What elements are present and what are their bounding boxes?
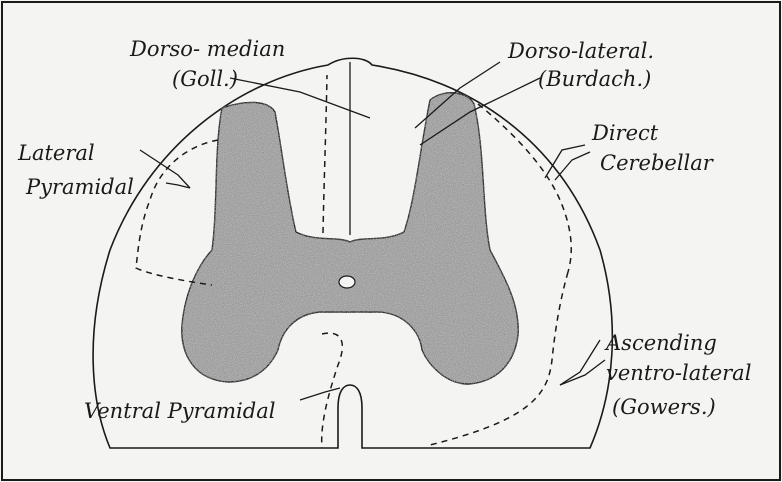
label-cerebellar: Cerebellar	[600, 151, 715, 175]
label-dorso-median: Dorso- median	[129, 37, 285, 61]
label-burdach: (Burdach.)	[538, 67, 651, 91]
label-ventro-lateral: ventro-lateral	[606, 361, 751, 385]
label-gowers: (Gowers.)	[612, 395, 716, 419]
label-ascending: Ascending	[604, 331, 717, 355]
label-dorso-lateral: Dorso-lateral.	[507, 39, 654, 63]
central-canal	[339, 276, 355, 288]
label-goll: (Goll.)	[172, 67, 238, 91]
label-pyramidal: Pyramidal	[25, 175, 134, 199]
label-ventral-pyramidal: Ventral Pyramidal	[84, 399, 275, 423]
label-direct: Direct	[591, 121, 659, 145]
label-lateral: Lateral	[17, 141, 95, 165]
